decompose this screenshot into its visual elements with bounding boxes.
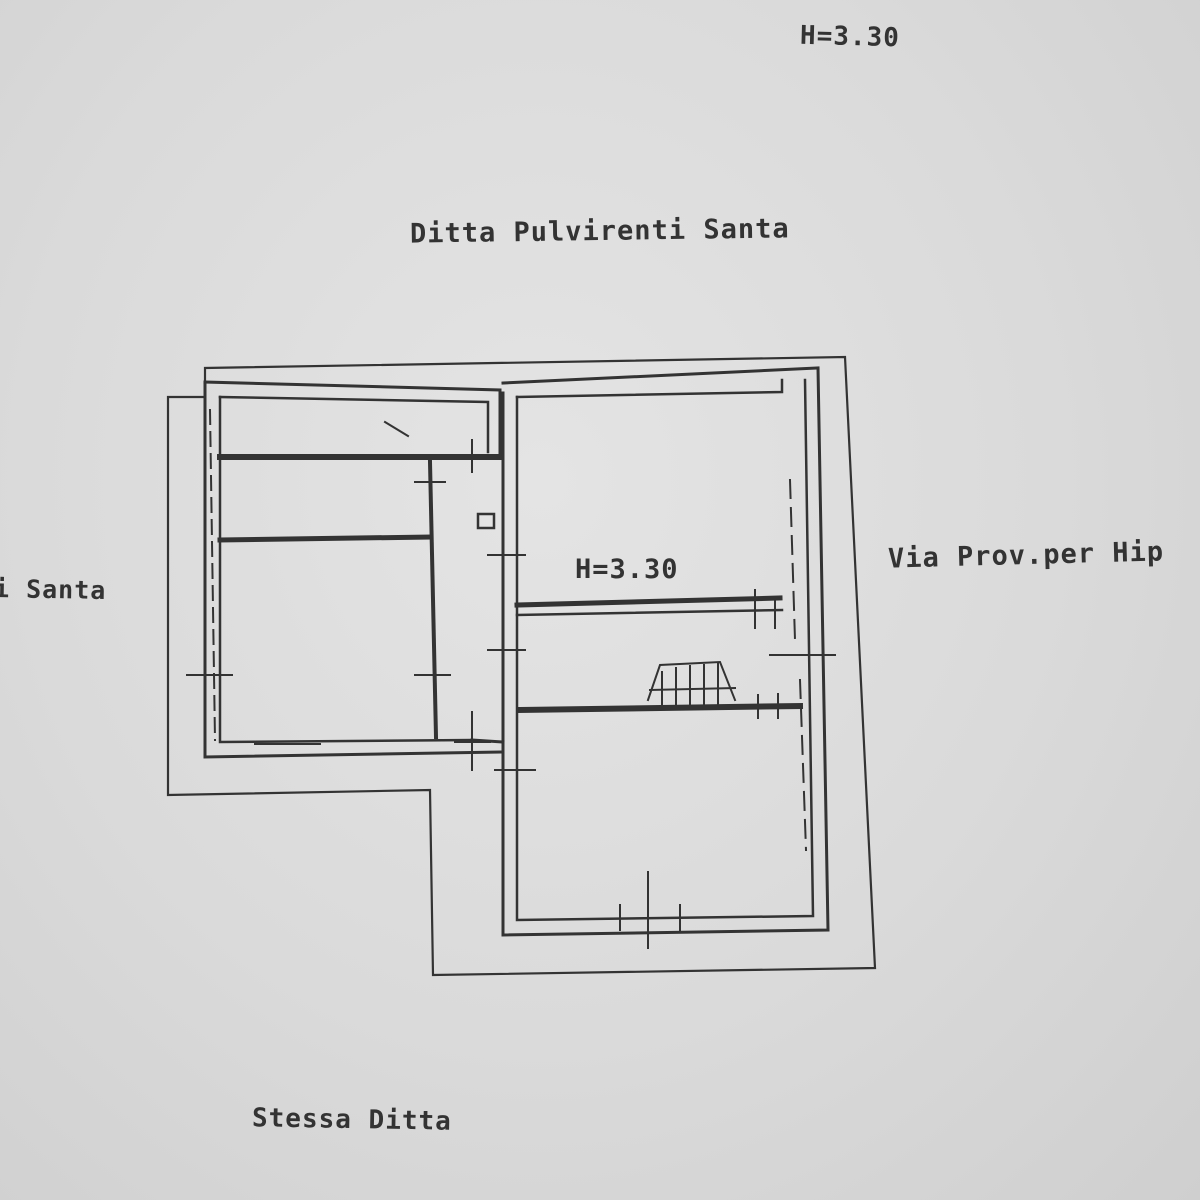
staircase <box>646 660 737 706</box>
left-interior-wall-3 <box>427 459 439 740</box>
right-block-outer-wall <box>501 366 830 937</box>
right-interior-wall-upper <box>514 595 783 608</box>
room-height-label: H=3.30 <box>575 554 679 585</box>
right-interior-wall-lower <box>516 702 804 714</box>
left-interior-wall-2 <box>217 534 433 543</box>
property-boundary <box>166 355 877 977</box>
left-block-outer-wall <box>203 380 502 460</box>
